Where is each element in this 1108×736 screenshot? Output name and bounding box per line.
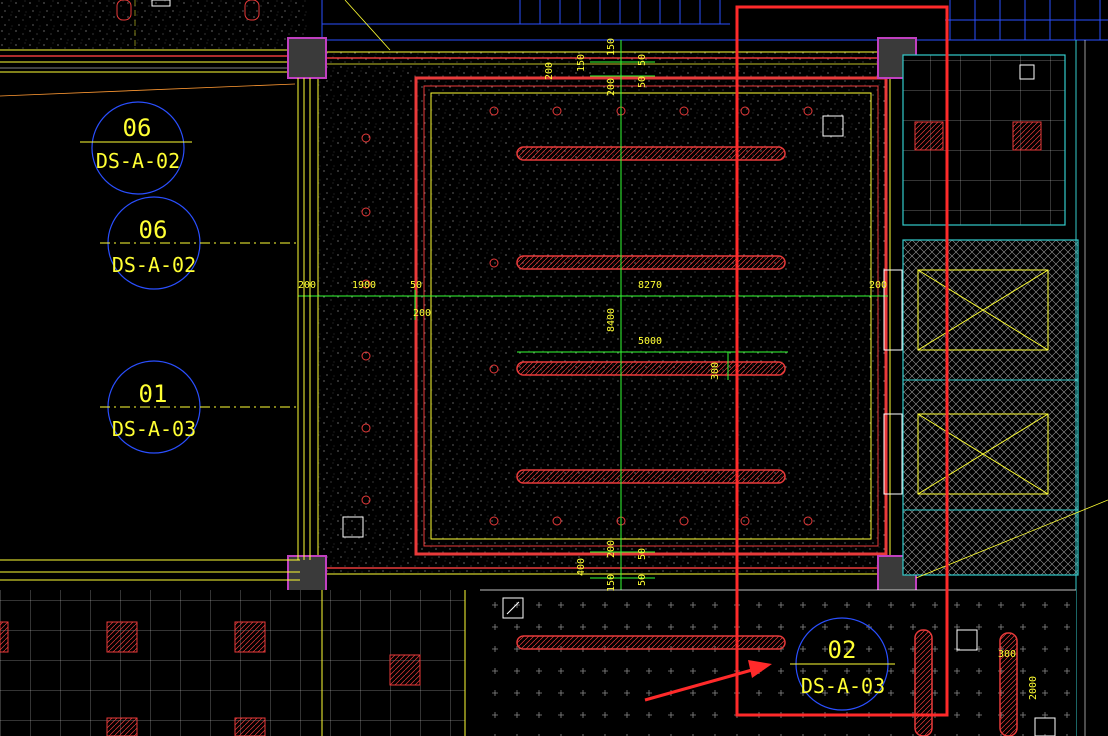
callout-number: 06	[139, 216, 168, 244]
bottom-left-grid	[0, 590, 466, 736]
dim-label: 50	[637, 548, 648, 560]
dim-label: 50	[410, 280, 422, 291]
dim-label: 150	[606, 38, 617, 56]
highlight-annotation	[644, 5, 949, 717]
dim-label: 200	[544, 62, 555, 80]
dim-label: 1900	[352, 280, 376, 291]
dim-label: 8400	[606, 308, 617, 332]
callout-01[interactable]	[100, 360, 300, 454]
dim-label: 150	[606, 574, 617, 592]
dim-label: 150	[576, 54, 587, 72]
left-wall	[0, 78, 311, 581]
callout-number: 02	[828, 636, 857, 664]
callout-06-upper[interactable]	[80, 101, 192, 195]
dim-label: 2000	[1028, 676, 1039, 700]
callout-02[interactable]	[790, 617, 895, 711]
dim-label: 200	[606, 540, 617, 558]
right-rooms	[883, 40, 1108, 736]
top-left-panel	[0, 0, 308, 97]
callout-number: 01	[139, 380, 168, 408]
callout-sheet: DS-A-02	[112, 253, 196, 277]
callout-sheet: DS-A-03	[801, 674, 885, 698]
columns	[287, 37, 917, 595]
dim-label: 400	[576, 558, 587, 576]
dim-label: 200	[606, 78, 617, 96]
callout-sheet: DS-A-03	[112, 417, 196, 441]
dim-label: 50	[637, 76, 648, 88]
dim-label: 200	[869, 280, 887, 291]
dim-label: 200	[413, 308, 431, 319]
callout-sheet: DS-A-02	[96, 149, 180, 173]
central-slab	[317, 51, 891, 575]
dim-label: 50	[637, 54, 648, 66]
dim-label: 300	[998, 649, 1016, 660]
callout-06-lower[interactable]	[100, 196, 300, 290]
dim-label: 50	[637, 574, 648, 586]
callout-number: 06	[123, 114, 152, 142]
dim-label: 300	[710, 362, 721, 380]
dim-label: 5000	[638, 336, 662, 347]
dim-label: 8270	[638, 280, 662, 291]
top-blue-grid	[321, 0, 1108, 51]
bottom-right-floor	[480, 589, 1076, 736]
dim-label: 200	[298, 280, 316, 291]
dimension-lines	[298, 40, 1041, 736]
